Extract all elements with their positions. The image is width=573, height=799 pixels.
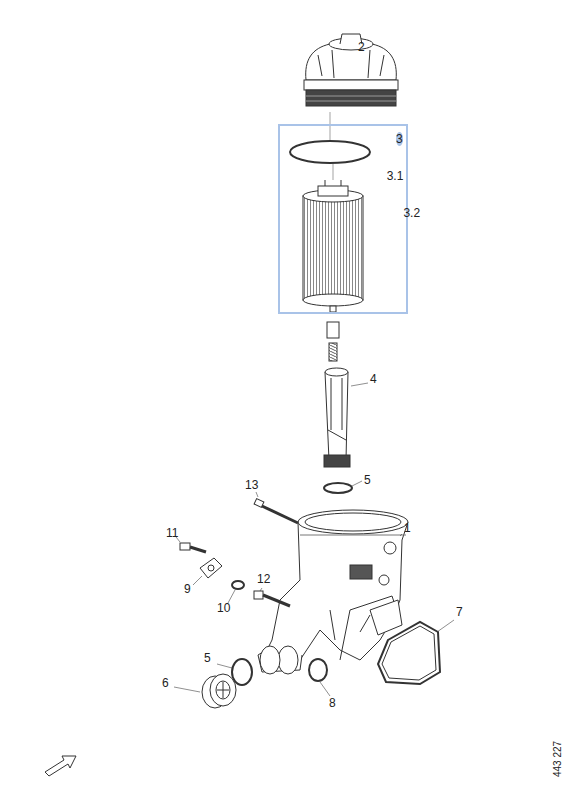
kit-group-box: 33.13.2	[278, 124, 408, 314]
callout-number: 7	[456, 605, 463, 619]
bolt	[254, 499, 298, 523]
callout-number: 5	[364, 473, 371, 487]
callout-number: 10	[217, 601, 230, 615]
spring	[329, 343, 337, 361]
group-number: 3	[396, 132, 403, 146]
callout-number: 12	[257, 572, 270, 586]
callout-number: 4	[370, 372, 377, 386]
callout-number: 8	[329, 696, 336, 710]
callout-number: 1	[404, 521, 411, 535]
o-ring	[232, 659, 252, 685]
callout-number: 4	[370, 372, 377, 386]
filter-cap	[304, 34, 398, 106]
screw-plug	[202, 674, 236, 708]
callout-number: 2	[358, 40, 365, 54]
callout-number: 3.2	[403, 206, 420, 220]
gasket	[378, 622, 440, 684]
callout-number: 10	[217, 601, 230, 615]
callout-number: 13	[245, 478, 258, 492]
callout-number: 11	[166, 526, 178, 540]
callout-number: 9	[184, 582, 191, 596]
callout-number: 8	[329, 696, 336, 710]
o-ring	[309, 659, 327, 681]
direction-arrow	[45, 756, 76, 776]
callout-number: 11	[166, 526, 178, 540]
filter-housing	[258, 510, 408, 674]
bolt	[254, 591, 290, 606]
callout-number: 13	[245, 478, 258, 492]
center-tube	[324, 368, 350, 467]
callout-number: 6	[162, 676, 169, 690]
callout-number: 12	[257, 572, 270, 586]
o-ring	[290, 141, 370, 163]
figure-number: 443 227	[552, 741, 563, 777]
cover-plate	[200, 558, 222, 578]
callout-number: 5	[364, 473, 371, 487]
bolt	[180, 543, 206, 552]
callout-number: 2	[358, 40, 365, 54]
callout-number: 5	[204, 651, 211, 665]
callout-number: 6	[162, 676, 169, 690]
callout-number: 3.1	[387, 169, 404, 183]
figure-number: 443 227	[551, 729, 565, 789]
callout-number: 7	[456, 605, 463, 619]
callout-number: 9	[184, 582, 191, 596]
seal-washer	[232, 581, 244, 589]
callout-number: 5	[204, 651, 211, 665]
valve-pin	[327, 322, 339, 338]
o-ring	[324, 483, 352, 493]
callout-number: 1	[404, 521, 411, 535]
filter-element	[303, 180, 363, 312]
